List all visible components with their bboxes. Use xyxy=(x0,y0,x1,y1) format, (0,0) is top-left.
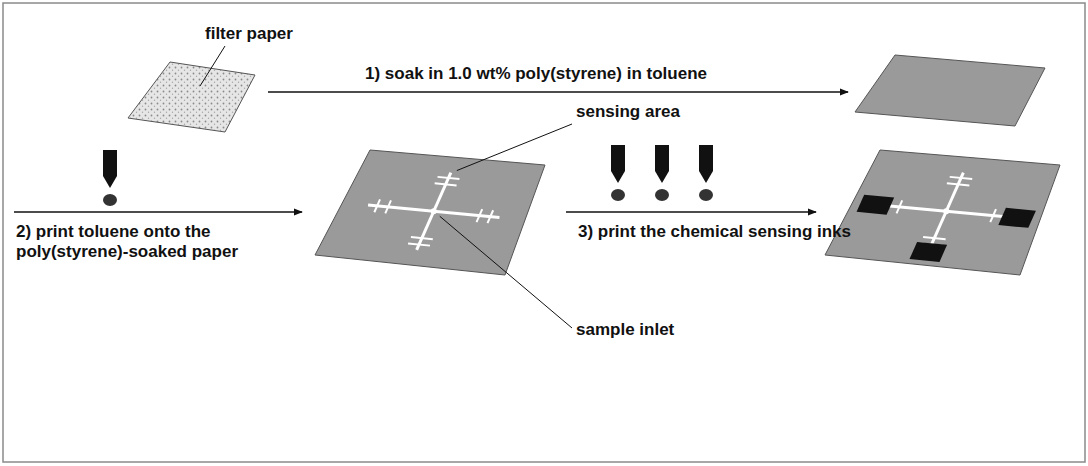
dropper-nozzle xyxy=(103,150,117,206)
leader-line xyxy=(440,216,572,328)
process-arrow xyxy=(268,91,848,93)
step-label: 3) print the chemical sensing inks xyxy=(578,222,851,242)
part-label: sensing area xyxy=(576,102,680,122)
process-arrow xyxy=(14,211,302,213)
leader-line xyxy=(457,124,572,171)
dropper-nozzle xyxy=(699,145,713,201)
channel-pattern xyxy=(368,173,499,250)
process-arrow xyxy=(566,211,816,213)
sensor-paper xyxy=(825,150,1060,275)
patterned-paper xyxy=(315,150,545,275)
polystyrene-paper xyxy=(855,55,1045,126)
dropper-nozzle xyxy=(611,145,625,201)
channel-pattern xyxy=(857,173,1036,262)
part-label: sample inlet xyxy=(576,320,674,340)
step-label: 2) print toluene onto the poly(styrene)-… xyxy=(16,222,316,263)
leader-line xyxy=(200,46,225,86)
figure-frame xyxy=(3,3,1085,462)
step-label: 1) soak in 1.0 wt% poly(styrene) in tolu… xyxy=(365,64,707,84)
dropper-nozzle xyxy=(655,145,669,201)
part-label: filter paper xyxy=(205,24,293,44)
filter-paper xyxy=(128,62,255,132)
